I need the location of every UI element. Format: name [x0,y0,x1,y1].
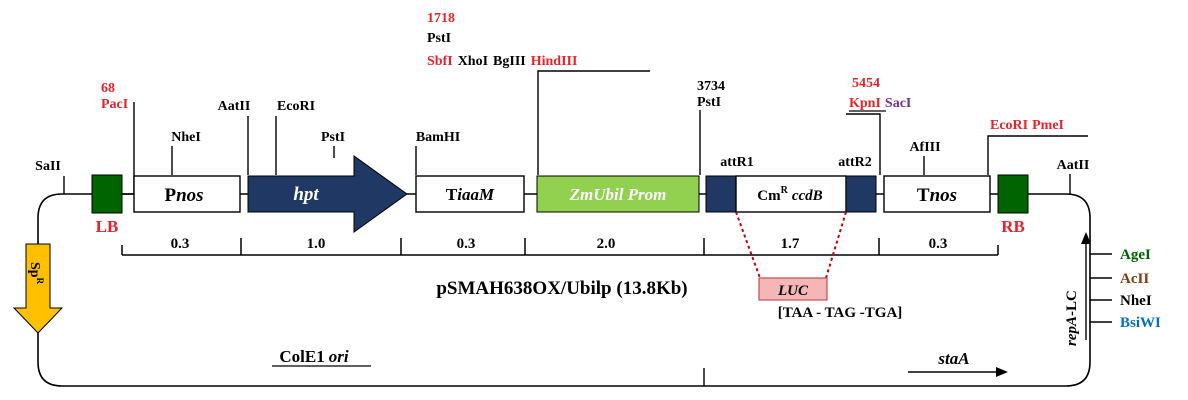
ecori-right-site-label: EcoRI [990,118,1028,133]
xhoi-site-label: XhoI [458,54,488,69]
lb-border-box [91,174,123,214]
pos-3734-label: 3734 [697,79,725,94]
attr1-label: attR1 [720,155,753,170]
paci-site-label: PacI [101,97,128,112]
tnos-label-t: T [917,185,930,206]
bsiwi-site-label: BsiWI [1120,315,1161,331]
aatii-right-site-label: AatII [1057,158,1090,173]
tiaam-label: TiaaM [446,185,495,204]
attr2-block [845,175,877,213]
acii-site-label: AcII [1120,271,1149,287]
stop-codons-label: [TAA - TAG -TGA] [778,305,903,321]
psti-top-site-label: PstI [427,31,451,46]
repa-lc-label: repA-LC [1064,290,1080,346]
ccdb-label: ccdB [792,188,823,204]
sall-site-label: SaII [35,159,61,174]
nhei-right-site-label: NheI [1120,293,1152,309]
cole1-label: ColE1 [279,347,324,366]
rb-border-box [997,174,1029,214]
site-ticks [63,70,1088,386]
lc-label: -LC [1064,290,1080,316]
cmr-label-cm: Cm [757,188,781,204]
plasmid-backbone [37,193,1091,387]
luc-label: LUC [777,283,809,299]
cole1-ori-label: ColE1 ori [279,347,348,366]
staa-label: staA [937,349,969,368]
lb-label: LB [96,217,119,236]
agei-site-label: AgeI [1120,247,1151,263]
scale-2.0-zmubil: 2.0 [597,236,616,252]
attr1-block [705,175,737,213]
tnos-label: Tnos [917,185,957,206]
spr-label-sup: R [35,278,45,285]
sbfi-site-label: SbfI [427,54,453,69]
hpt-label: hpt [293,184,319,205]
spr-arrow [12,243,64,334]
pos-5454-label: 5454 [852,76,880,91]
scale-1.0-hpt: 1.0 [307,236,326,252]
spr-label-sp: Sp [27,262,42,278]
pnos-block [133,175,241,213]
repa-label: repA [1064,316,1080,346]
ecori-pmei-label: EcoRI PmeI [990,118,1064,133]
plasmid-name: pSMAH638OX/Ubilp (13.8Kb) [436,278,687,299]
aatii-left-site-label: AatII [218,99,251,114]
psti-left-site-label: PstI [321,130,345,145]
nhei-site-label: NheI [171,130,201,145]
scale-0.3-tiaam: 0.3 [457,236,476,252]
pmei-site-label: PmeI [1032,118,1064,133]
bglii-site-label: BgIII [493,54,526,69]
psti-right-site-label: PstI [697,95,721,110]
pos-1718-label: 1718 [427,11,455,26]
hpt-arrow [247,155,408,233]
paci-position-label: 68 [101,81,115,96]
pnos-label-nos: nos [176,185,203,206]
pnos-label: Pnos [164,185,203,206]
ori-label: ori [329,347,349,366]
aflii-site-label: AfIII [909,140,940,155]
attr2-label: attR2 [838,155,871,170]
staa-arrowhead [996,367,1008,377]
tiaam-label-t: T [446,185,458,204]
cmr-label-sup: R [781,185,789,196]
scale-0.3-pnos: 0.3 [171,236,190,252]
rb-label: RB [1001,217,1025,236]
scale-bar [121,238,999,256]
right-site-ticks [1090,253,1112,323]
bamhi-site-label: BamHI [416,130,460,145]
cmr-ccdb-block [735,175,847,213]
repa-arrowhead [1081,232,1091,244]
tiaam-block [415,175,525,213]
zmubil-prom-label: ZmUbil Prom [569,185,667,204]
scale-0.3-tnos: 0.3 [929,236,948,252]
luc-box [758,277,828,301]
spr-label: SpR [27,262,45,285]
ecori-site-label: EcoRI [277,99,315,114]
tnos-label-nos: nos [930,185,957,206]
top-site-cluster: SbfI XhoI BgIII HindIII [427,54,577,69]
tnos-block [883,175,991,213]
kpni-site-label: KpnI [849,96,881,111]
kpni-saci-label: KpnI SacI [849,96,911,111]
pnos-label-p: P [164,185,176,206]
scale-1.7-cassette: 1.7 [781,236,800,252]
zmubil-prom-block [536,175,700,213]
tiaam-label-rest: iaaM [457,185,495,204]
saci-site-label: SacI [885,96,911,111]
hindiii-site-label: HindIII [531,54,578,69]
